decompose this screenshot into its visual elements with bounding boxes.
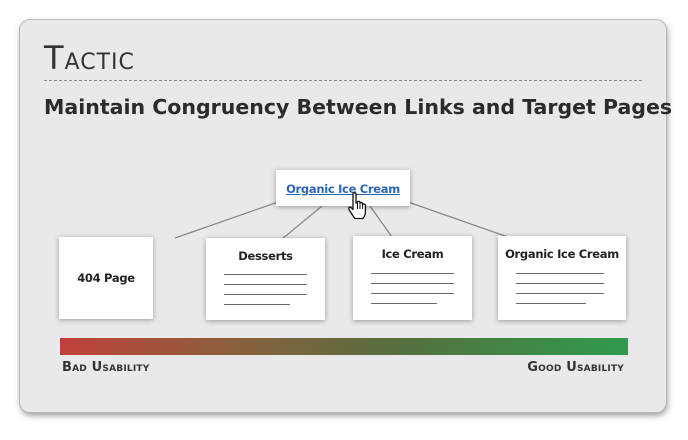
text-line bbox=[224, 274, 307, 275]
page-card-title: Desserts bbox=[238, 249, 293, 263]
connector-404 bbox=[174, 201, 279, 239]
hand-pointer-icon bbox=[348, 192, 367, 220]
page-card-organic-ice-cream: Organic Ice Cream bbox=[498, 236, 626, 320]
text-line bbox=[371, 293, 454, 294]
good-usability-label: Good Usability bbox=[527, 360, 624, 375]
text-line bbox=[371, 283, 454, 284]
connector-lines bbox=[174, 201, 509, 240]
page-card-title: 404 Page bbox=[77, 271, 135, 285]
page-card-404: 404 Page bbox=[59, 237, 153, 319]
text-line bbox=[371, 303, 437, 304]
text-line bbox=[516, 303, 586, 304]
connector-organic bbox=[407, 201, 509, 238]
tactic-card: Tactic Maintain Congruency Between Links… bbox=[20, 20, 672, 412]
page-card-title: Organic Ice Cream bbox=[505, 247, 619, 261]
text-line bbox=[224, 304, 290, 305]
heading-divider bbox=[44, 80, 642, 81]
page-card-ice-cream: Ice Cream bbox=[353, 236, 472, 320]
tactic-heading: Tactic bbox=[44, 39, 135, 77]
text-line bbox=[371, 273, 454, 274]
usability-gradient-bar bbox=[60, 338, 628, 355]
text-line bbox=[516, 273, 604, 274]
text-line bbox=[516, 293, 604, 294]
text-line bbox=[516, 283, 604, 284]
page-card-title: Ice Cream bbox=[381, 247, 444, 261]
link-box: Organic Ice Cream bbox=[276, 170, 410, 206]
text-line bbox=[224, 294, 307, 295]
bad-usability-label: Bad Usability bbox=[62, 360, 150, 375]
connector-desserts bbox=[281, 205, 323, 240]
connector-ice-cream bbox=[369, 205, 393, 238]
tactic-subtitle: Maintain Congruency Between Links and Ta… bbox=[44, 95, 673, 119]
text-line bbox=[224, 284, 307, 285]
page-card-desserts: Desserts bbox=[206, 238, 325, 320]
organic-ice-cream-link[interactable]: Organic Ice Cream bbox=[286, 182, 400, 196]
